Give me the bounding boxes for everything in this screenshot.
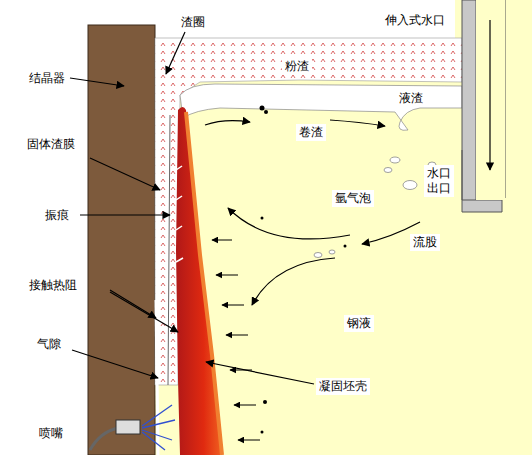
molten-steel-label: 钢液 <box>344 315 374 332</box>
leader-line <box>70 78 124 86</box>
shell-label: 凝固坯壳 <box>316 378 370 395</box>
spray-nozzle-label: 喷嘴 <box>36 425 66 442</box>
leader-line <box>90 158 160 190</box>
spray-jet <box>142 420 175 428</box>
nozzle-bore <box>476 0 505 200</box>
inclusion <box>344 245 347 248</box>
oscillation-mark <box>176 226 182 230</box>
spray-jet <box>142 405 172 426</box>
inclusion <box>263 400 267 404</box>
oscillation-mark <box>176 258 183 262</box>
inclusion <box>260 106 265 111</box>
spray-nozzle <box>116 420 140 434</box>
flow-arrow <box>330 120 385 126</box>
entry-nozzle-label: 伸入式水口 <box>382 12 448 29</box>
slag-film <box>168 115 170 385</box>
argon-bubble <box>403 181 417 190</box>
inclusion <box>264 110 268 114</box>
solidified-shell <box>176 107 222 455</box>
inclusion <box>261 431 264 434</box>
heat-arrow <box>216 275 238 276</box>
slag-entrapment-label: 卷渣 <box>296 124 326 141</box>
leader-line <box>166 32 185 74</box>
heat-arrow <box>238 440 260 441</box>
slag-rim-label: 渣圈 <box>178 14 208 31</box>
heat-arrow <box>222 305 244 306</box>
liquid-slag-label: 液渣 <box>396 90 426 107</box>
leader-line <box>206 362 314 384</box>
mold-label: 结晶器 <box>26 70 68 87</box>
nozzle-outlet-label: 水口出口 <box>424 165 454 197</box>
oscillation-mark-label: 振痕 <box>42 207 72 224</box>
leader-line <box>110 292 178 332</box>
heat-arrow <box>212 240 232 241</box>
flow-arrow <box>489 20 490 170</box>
shell-inner <box>186 112 222 455</box>
mold-plate <box>88 25 155 455</box>
stream-label: 流股 <box>410 234 440 251</box>
flow-arrow <box>228 208 350 239</box>
oscillation-mark <box>176 196 182 200</box>
heat-arrow <box>234 405 256 406</box>
argon-bubble-label: 氩气泡 <box>332 190 374 207</box>
leader-line <box>72 350 158 378</box>
argon-bubble <box>314 253 322 258</box>
spray-pipe <box>90 428 118 450</box>
powder-slag-label: 粉渣 <box>282 58 312 75</box>
flow-arrow <box>205 121 250 125</box>
slag-film-label: 固体渣膜 <box>24 136 78 153</box>
air-gap-label: 气隙 <box>34 336 64 353</box>
argon-bubble <box>329 250 335 254</box>
flow-arrow <box>252 258 335 305</box>
inclusion <box>261 217 264 220</box>
nozzle-port <box>462 150 476 200</box>
spray-jet <box>142 432 165 450</box>
argon-bubble <box>384 168 392 173</box>
leader-line <box>110 290 156 318</box>
contact-resistance-label: 接触热阻 <box>26 277 80 294</box>
argon-bubble <box>390 157 400 163</box>
heat-arrow <box>226 335 248 336</box>
oscillation-mark <box>176 166 182 170</box>
leader-line <box>80 214 170 215</box>
